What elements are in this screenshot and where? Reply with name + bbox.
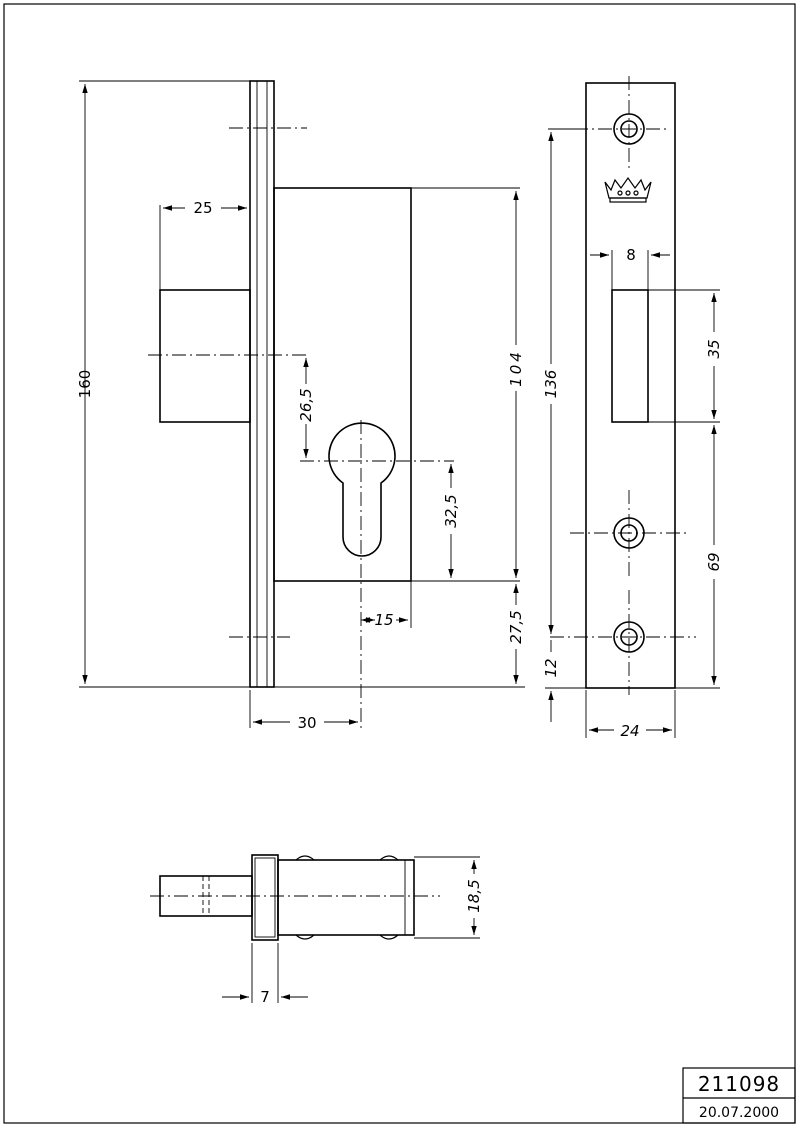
bolt-opening	[611, 289, 649, 423]
dim-backset: 30	[297, 714, 316, 732]
drawing-date: 20.07.2000	[699, 1105, 779, 1121]
dim-case-height: 104	[507, 349, 525, 387]
dim-faceplate-thickness: 7	[260, 988, 270, 1006]
faceplate-front	[585, 82, 676, 689]
front-view: 136 8 35 69 12 24	[541, 76, 724, 740]
dim-faceplate-width: 24	[620, 722, 639, 740]
title-block: 211098 20.07.2000	[682, 1067, 796, 1124]
dim-case-thickness: 18,5	[465, 879, 483, 912]
dim-cylinder-spacing: 32,5	[442, 494, 460, 527]
dim-lower-spacing: 69	[705, 552, 723, 571]
keyhole-cutout	[328, 422, 396, 557]
faceplate-side	[249, 80, 275, 688]
dim-bolt-throw: 25	[193, 199, 212, 217]
dim-bottom-offset: 27,5	[507, 610, 525, 643]
dim-backset-offset: 26,5	[297, 388, 315, 421]
crown-logo	[604, 176, 652, 203]
dim-overall-height: 160	[76, 370, 94, 399]
top-view: 18,5 7	[150, 854, 484, 1006]
case-top	[277, 859, 415, 936]
faceplate-top	[251, 854, 279, 941]
drawing-border	[3, 3, 796, 1124]
dim-screw-spacing: 136	[542, 370, 560, 399]
dim-cylinder-to-edge: 15	[374, 611, 393, 629]
lock-case	[273, 187, 412, 582]
side-view: 160 25 26,5 104 32,5 15 27,5 30	[76, 80, 526, 732]
dim-bolt-height: 35	[705, 339, 723, 358]
drawing-number: 211098	[698, 1072, 780, 1096]
dim-bolt-width: 8	[626, 246, 636, 264]
bolt-side	[159, 289, 251, 423]
dim-bottom-screw: 12	[542, 658, 560, 677]
